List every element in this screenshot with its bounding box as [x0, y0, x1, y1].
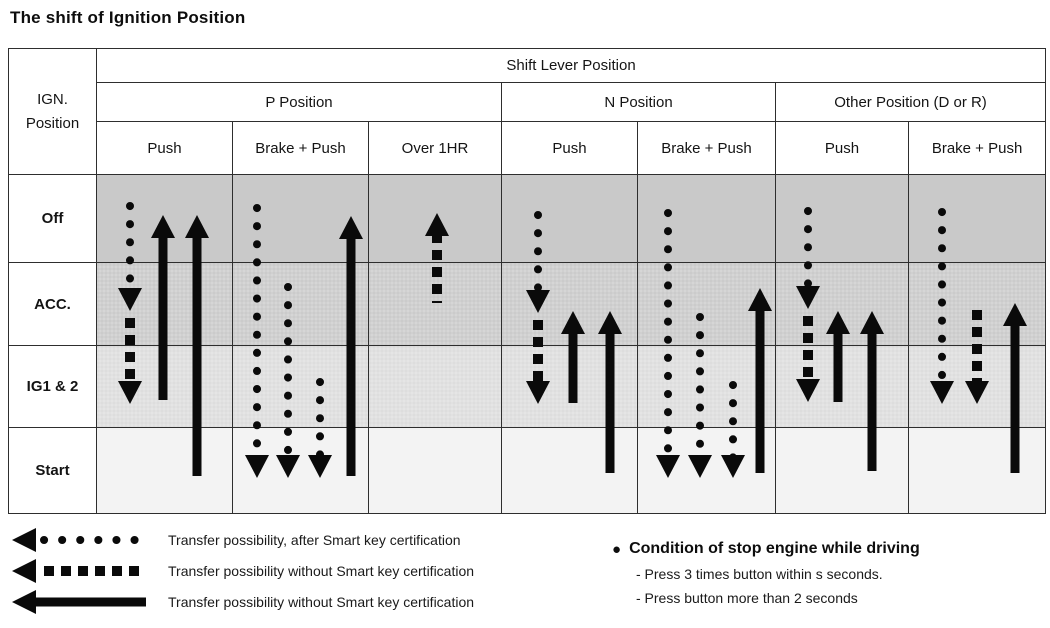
body-cell: [775, 262, 909, 346]
legend: Transfer possibility, after Smart key ce…: [8, 524, 474, 617]
body-cell: [775, 427, 909, 514]
body-cell: [501, 345, 638, 428]
body-cell: [501, 174, 638, 263]
header-col-p-brake-push: Brake + Push: [232, 121, 369, 175]
legend-label: Transfer possibility without Smart key c…: [168, 562, 475, 579]
body-cell: [775, 174, 909, 263]
legend-item: Transfer possibility, after Smart key ce…: [8, 524, 474, 555]
legend-label: Transfer possibility, after Smart key ce…: [168, 531, 461, 548]
body-cell: [501, 262, 638, 346]
legend-arrow-icon: [12, 558, 146, 583]
body-cell: [232, 174, 369, 263]
shift-table: IGN. Position Shift Lever Position P Pos…: [8, 48, 1047, 514]
body-cell: [907, 174, 1047, 263]
body-cell: [907, 427, 1047, 514]
body-cell: [96, 345, 233, 428]
body-cell: [368, 174, 502, 263]
corner-header-ign-position: IGN. Position: [8, 48, 97, 175]
row-label-acc: ACC.: [8, 262, 97, 346]
body-cell: [637, 345, 776, 428]
ignition-shift-table: IGN. Position Shift Lever Position P Pos…: [8, 48, 1047, 514]
body-cell: [907, 262, 1047, 346]
header-group-other-position: Other Position (D or R): [774, 82, 1047, 122]
row-label-start: Start: [8, 427, 97, 514]
body-cell: [637, 262, 776, 346]
body-cell: [96, 427, 233, 514]
header-col-p-over-1hr: Over 1HR: [368, 121, 502, 175]
header-col-p-push: Push: [96, 121, 233, 175]
body-cell: [96, 174, 233, 263]
body-cell: [637, 174, 776, 263]
body-cell: [232, 345, 369, 428]
body-cell: [368, 262, 502, 346]
notes-heading: ● Condition of stop engine while driving: [612, 540, 920, 558]
body-cell: [775, 345, 909, 428]
header-col-n-push: Push: [501, 121, 638, 175]
row-label-off: Off: [8, 174, 97, 263]
body-cell: [637, 427, 776, 514]
legend-item: Transfer possibility without Smart key c…: [8, 586, 474, 617]
body-cell: [907, 345, 1047, 428]
body-cell: [501, 427, 638, 514]
page-title: The shift of Ignition Position: [10, 8, 246, 27]
bullet-icon: ●: [612, 540, 622, 558]
body-cell: [368, 427, 502, 514]
header-col-n-brake-push: Brake + Push: [637, 121, 776, 175]
body-cell: [232, 262, 369, 346]
note-line: - Press 3 times button within s seconds.: [636, 566, 883, 582]
legend-arrow-icon: [12, 527, 150, 552]
header-group-p-position: P Position: [96, 82, 502, 122]
notes-heading-text: Condition of stop engine while driving: [629, 540, 920, 557]
row-label-ig1-2: IG1 & 2: [8, 345, 97, 428]
notes-section: ● Condition of stop engine while driving…: [612, 540, 920, 606]
header-group-n-position: N Position: [501, 82, 776, 122]
header-shift-lever-position: Shift Lever Position: [95, 48, 1047, 83]
note-line: - Press button more than 2 seconds: [636, 590, 858, 606]
body-cell: [232, 427, 369, 514]
legend-label: Transfer possibility without Smart key c…: [168, 593, 475, 610]
body-cell: [96, 262, 233, 346]
header-col-other-brake-push: Brake + Push: [907, 121, 1047, 175]
body-cell: [368, 345, 502, 428]
legend-item: Transfer possibility without Smart key c…: [8, 555, 474, 586]
legend-arrow-icon: [12, 589, 146, 614]
header-col-other-push: Push: [775, 121, 909, 175]
